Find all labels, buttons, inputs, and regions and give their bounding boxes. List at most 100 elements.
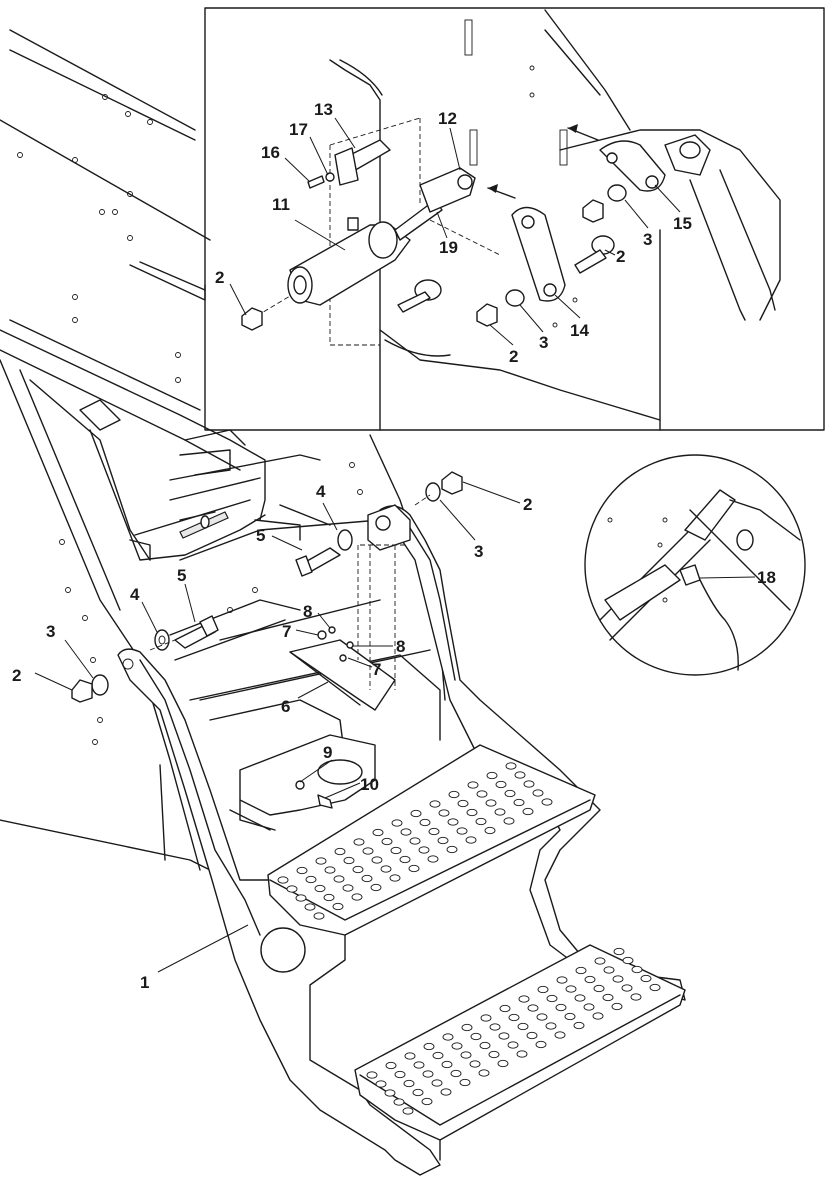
callout-5-left: 5 xyxy=(177,566,186,585)
tread-grip-hole xyxy=(555,1003,567,1012)
tread-grip-hole xyxy=(584,975,596,984)
tread-grip-hole xyxy=(313,912,325,920)
tread-grip-hole xyxy=(488,1050,500,1059)
tread-grip-hole xyxy=(385,1061,397,1070)
tread-grip-hole xyxy=(442,1033,454,1041)
tread-grip-hole xyxy=(352,865,364,874)
tread-grip-hole xyxy=(370,883,382,892)
tread-grip-holes xyxy=(277,762,661,1115)
tread-grip-hole xyxy=(389,874,401,882)
tread-grip-hole xyxy=(423,1042,435,1051)
tread-grip-hole xyxy=(353,838,365,846)
tread-grip-hole xyxy=(470,1032,482,1041)
callout-9: 9 xyxy=(323,743,332,762)
tread-grip-hole xyxy=(613,947,625,956)
tread-grip-hole xyxy=(432,1051,444,1060)
tread-grip-hole xyxy=(467,781,479,789)
tread-grip-hole xyxy=(622,956,634,965)
tread-grip-hole xyxy=(315,857,327,865)
tread-grip-hole xyxy=(446,845,458,854)
cab-body-outline xyxy=(0,29,446,871)
inset-circle-detail xyxy=(584,454,806,676)
tread-grip-hole xyxy=(375,1080,387,1088)
tread-grip-hole xyxy=(469,1060,481,1068)
tread-grip-hole xyxy=(522,807,534,816)
tread-grip-hole xyxy=(413,1061,425,1069)
tread-grip-hole xyxy=(513,798,525,807)
tread-grip-hole xyxy=(484,826,496,835)
tread-grip-hole xyxy=(554,1031,566,1039)
tread-grip-hole xyxy=(428,827,440,836)
callout-top-16: 16 xyxy=(261,143,280,162)
tread-grip-hole xyxy=(295,894,307,902)
callout-3-left: 3 xyxy=(46,622,55,641)
callout-top-11: 11 xyxy=(272,195,290,214)
tread-grip-hole xyxy=(456,827,468,835)
tread-grip-hole xyxy=(573,1021,585,1030)
callout-top-13: 13 xyxy=(314,100,333,119)
callout-10: 10 xyxy=(360,775,379,794)
tread-grip-hole xyxy=(498,1032,510,1040)
tread-grip-hole xyxy=(418,846,430,854)
tread-grip-hole xyxy=(593,984,605,993)
tread-grip-hole xyxy=(450,1069,462,1078)
shield-part-6 xyxy=(289,639,396,711)
tread-grip-hole xyxy=(517,1022,529,1031)
callout-top-15: 15 xyxy=(673,214,692,233)
tread-grip-hole xyxy=(527,1004,539,1012)
tread-grip-hole xyxy=(400,828,412,836)
tread-grip-hole xyxy=(461,1023,473,1032)
tread-grip-hole xyxy=(404,1052,416,1060)
tread-grip-hole xyxy=(478,1069,490,1077)
tread-grip-hole xyxy=(505,762,517,770)
tread-grip-hole xyxy=(499,1004,511,1013)
tread-grip-hole xyxy=(630,993,642,1001)
callout-top-14: 14 xyxy=(570,321,589,340)
tread-grip-hole xyxy=(323,893,335,902)
tread-grip-hole xyxy=(565,985,577,993)
tread-grip-hole xyxy=(332,902,344,911)
tread-grip-hole xyxy=(334,847,346,856)
body-holes xyxy=(17,94,363,745)
callout-6: 6 xyxy=(281,697,290,716)
tread-grip-hole xyxy=(611,1002,623,1011)
inset-top-detail xyxy=(204,7,825,431)
tread-grip-hole xyxy=(485,799,497,807)
tread-grip-hole xyxy=(507,1041,519,1049)
tread-grip-hole xyxy=(523,780,535,788)
callout-top-3-bottom: 3 xyxy=(539,333,548,352)
tread-grip-hole xyxy=(431,1079,443,1087)
tread-grip-hole xyxy=(592,1012,604,1020)
tread-grip-hole xyxy=(465,836,477,844)
callout-7-right: 7 xyxy=(372,660,381,679)
tread-grip-hole xyxy=(451,1042,463,1050)
tread-grip-hole xyxy=(305,875,317,884)
tread-grip-hole xyxy=(621,984,633,992)
tread-grip-hole xyxy=(459,1078,471,1087)
tread-grip-hole xyxy=(508,1013,520,1022)
callout-8-right: 8 xyxy=(396,637,405,656)
tread-grip-hole xyxy=(286,885,298,893)
callout-8-top: 8 xyxy=(303,602,312,621)
tread-grip-hole xyxy=(384,1089,396,1097)
tread-grip-hole xyxy=(575,966,587,975)
tread-grip-hole xyxy=(393,1098,405,1106)
tread-grip-hole xyxy=(343,856,355,865)
callout-4-upper: 4 xyxy=(316,482,326,501)
tread-grip-hole xyxy=(583,1003,595,1011)
tread-grip-hole xyxy=(526,1031,538,1040)
tread-grip-hole xyxy=(342,884,354,892)
tread-grip-hole xyxy=(380,865,392,873)
leader-lines xyxy=(34,117,756,973)
tread-grip-hole xyxy=(640,974,652,983)
tread-grip-hole xyxy=(277,876,289,884)
tread-grip-hole xyxy=(366,1071,378,1079)
tread-grip-hole xyxy=(371,856,383,864)
tread-grip-hole xyxy=(479,1041,491,1050)
tread-grip-hole xyxy=(429,800,441,808)
tread-grip-hole xyxy=(460,1051,472,1059)
callout-top-2-right: 2 xyxy=(616,247,625,266)
tread-grip-hole xyxy=(296,866,308,875)
tread-grip-hole xyxy=(612,975,624,983)
